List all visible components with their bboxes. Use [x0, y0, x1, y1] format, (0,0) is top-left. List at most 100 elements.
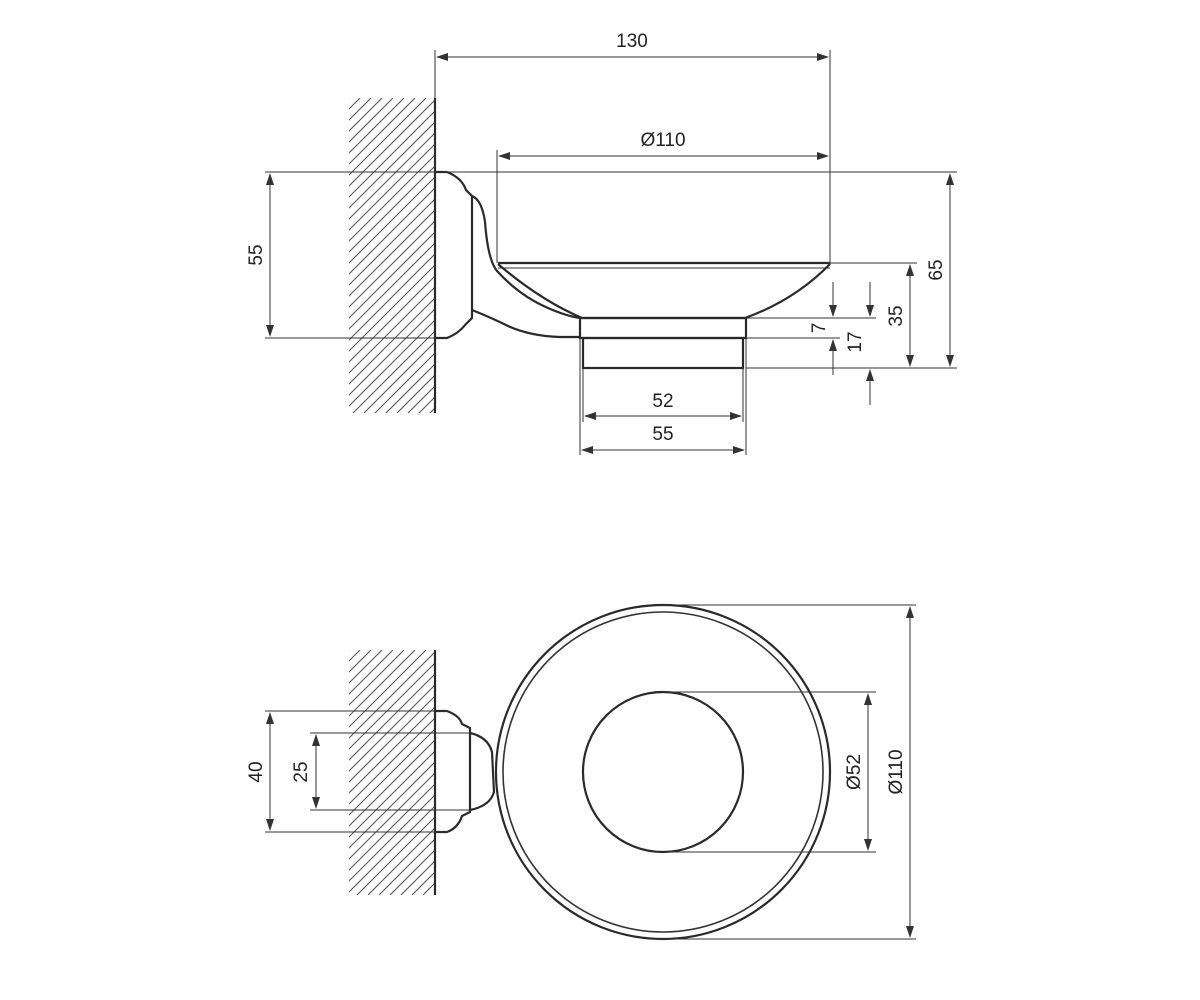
- dim-mount-height-label: 55: [246, 244, 267, 265]
- bowl-foot-bottom: [581, 336, 745, 370]
- hatch-line: [349, 209, 435, 297]
- hatch-line: [352, 330, 435, 413]
- wall-hatch-top: [349, 98, 767, 413]
- dim-foot-width-outer-label: 55: [652, 424, 673, 445]
- hatch-line: [349, 662, 435, 750]
- dim-arm-height: 25: [291, 732, 470, 811]
- support-arm-front: [469, 731, 496, 812]
- dim-bowl-diameter-side-label: Ø110: [640, 130, 685, 151]
- hatch-line: [349, 132, 435, 220]
- hatch-line: [452, 98, 767, 413]
- hatch-line: [349, 98, 405, 154]
- hatch-line: [349, 165, 435, 253]
- hatch-line: [349, 673, 435, 761]
- dim-foot-height-label: 17: [845, 331, 866, 352]
- wall-plate-front: [435, 709, 472, 834]
- dim-foot-heights: 7 17: [746, 282, 876, 405]
- hatch-line: [349, 319, 435, 407]
- hatch-line: [418, 396, 435, 413]
- hatch-line: [349, 297, 435, 385]
- hatch-line: [349, 651, 435, 739]
- dim-plate-height: 40: [246, 710, 447, 833]
- support-arm-lower: [471, 308, 580, 339]
- hatch-line: [349, 650, 427, 728]
- hatch-line: [349, 794, 435, 882]
- dim-foot-width-inner-label: 52: [652, 391, 673, 412]
- hatch-line: [400, 860, 435, 895]
- wall-plate: [435, 170, 474, 340]
- hatch-line: [349, 728, 435, 816]
- hatch-line: [349, 650, 350, 651]
- hatch-line: [349, 143, 435, 231]
- hatch-line: [445, 650, 690, 895]
- hatch-line: [349, 198, 435, 286]
- dim-foot-diameter-label: Ø52: [844, 754, 865, 790]
- bowl-outer-circle: [494, 603, 832, 941]
- hatch-line: [349, 231, 435, 319]
- hatch-line: [349, 783, 435, 871]
- hatch-line: [349, 761, 435, 849]
- dim-bowl-diameter-front-label: Ø110: [886, 749, 907, 794]
- hatch-line: [349, 98, 427, 176]
- dim-foot-diameter: Ø52: [663, 691, 876, 853]
- hatch-line: [429, 407, 435, 413]
- dim-arm-height-label: 25: [291, 761, 312, 782]
- hatch-line: [349, 154, 435, 242]
- support-arm: [471, 194, 581, 320]
- hatch-line: [349, 717, 435, 805]
- side-view: 130 Ø110 55 65 35: [246, 31, 957, 455]
- front-view: 40 25 Ø52 Ø110: [246, 603, 916, 941]
- dim-plate-height-label: 40: [246, 761, 267, 782]
- hatch-line: [349, 650, 394, 695]
- hatch-line: [349, 706, 435, 794]
- hatch-line: [349, 110, 435, 198]
- foot-circle: [581, 690, 745, 854]
- hatch-line: [349, 739, 435, 827]
- hatch-line: [349, 275, 435, 363]
- hatch-line: [349, 98, 350, 99]
- dim-base-height: 35: [830, 262, 917, 367]
- hatch-line: [349, 99, 435, 187]
- hatch-line: [349, 253, 435, 341]
- dim-overall-length: 130: [434, 31, 831, 265]
- hatch-line: [349, 772, 435, 860]
- hatch-line: [349, 176, 435, 264]
- hatch-line: [349, 805, 435, 893]
- wall-hatch-bottom: [349, 650, 690, 895]
- hatch-line: [349, 98, 361, 110]
- dim-bowl-diameter-front: Ø110: [663, 604, 916, 940]
- hatch-line: [349, 98, 372, 121]
- dim-bowl-diameter-side: Ø110: [496, 130, 829, 263]
- hatch-line: [349, 220, 435, 308]
- hatch-line: [349, 121, 435, 209]
- bowl-foot-top: [578, 316, 748, 340]
- hatch-line: [349, 264, 435, 352]
- hatch-line: [441, 98, 756, 413]
- hatch-line: [374, 352, 435, 413]
- dim-base-height-label: 35: [886, 305, 907, 326]
- hatch-line: [349, 650, 405, 706]
- hatch-line: [349, 308, 435, 396]
- dim-mount-height: 55: [246, 171, 435, 339]
- hatch-line: [349, 650, 361, 662]
- hatch-line: [349, 695, 435, 783]
- hatch-line: [356, 816, 435, 895]
- hatch-line: [349, 750, 435, 838]
- hatch-line: [363, 341, 435, 413]
- hatch-line: [349, 650, 416, 717]
- hatch-line: [367, 827, 435, 895]
- hatch-line: [389, 849, 435, 895]
- hatch-line: [378, 838, 435, 895]
- hatch-line: [349, 286, 435, 374]
- dim-overall-height: 65: [746, 173, 957, 369]
- hatch-line: [422, 882, 435, 895]
- bowl-inner-circle: [502, 611, 824, 933]
- hatch-line: [349, 98, 416, 165]
- dim-foot-widths: 52 55: [579, 338, 747, 455]
- hatch-line: [349, 187, 435, 275]
- hatch-line: [349, 684, 435, 772]
- dim-foot-depth-label: 7: [809, 323, 830, 334]
- dim-overall-height-label: 65: [926, 259, 947, 280]
- bowl-body: [497, 263, 831, 320]
